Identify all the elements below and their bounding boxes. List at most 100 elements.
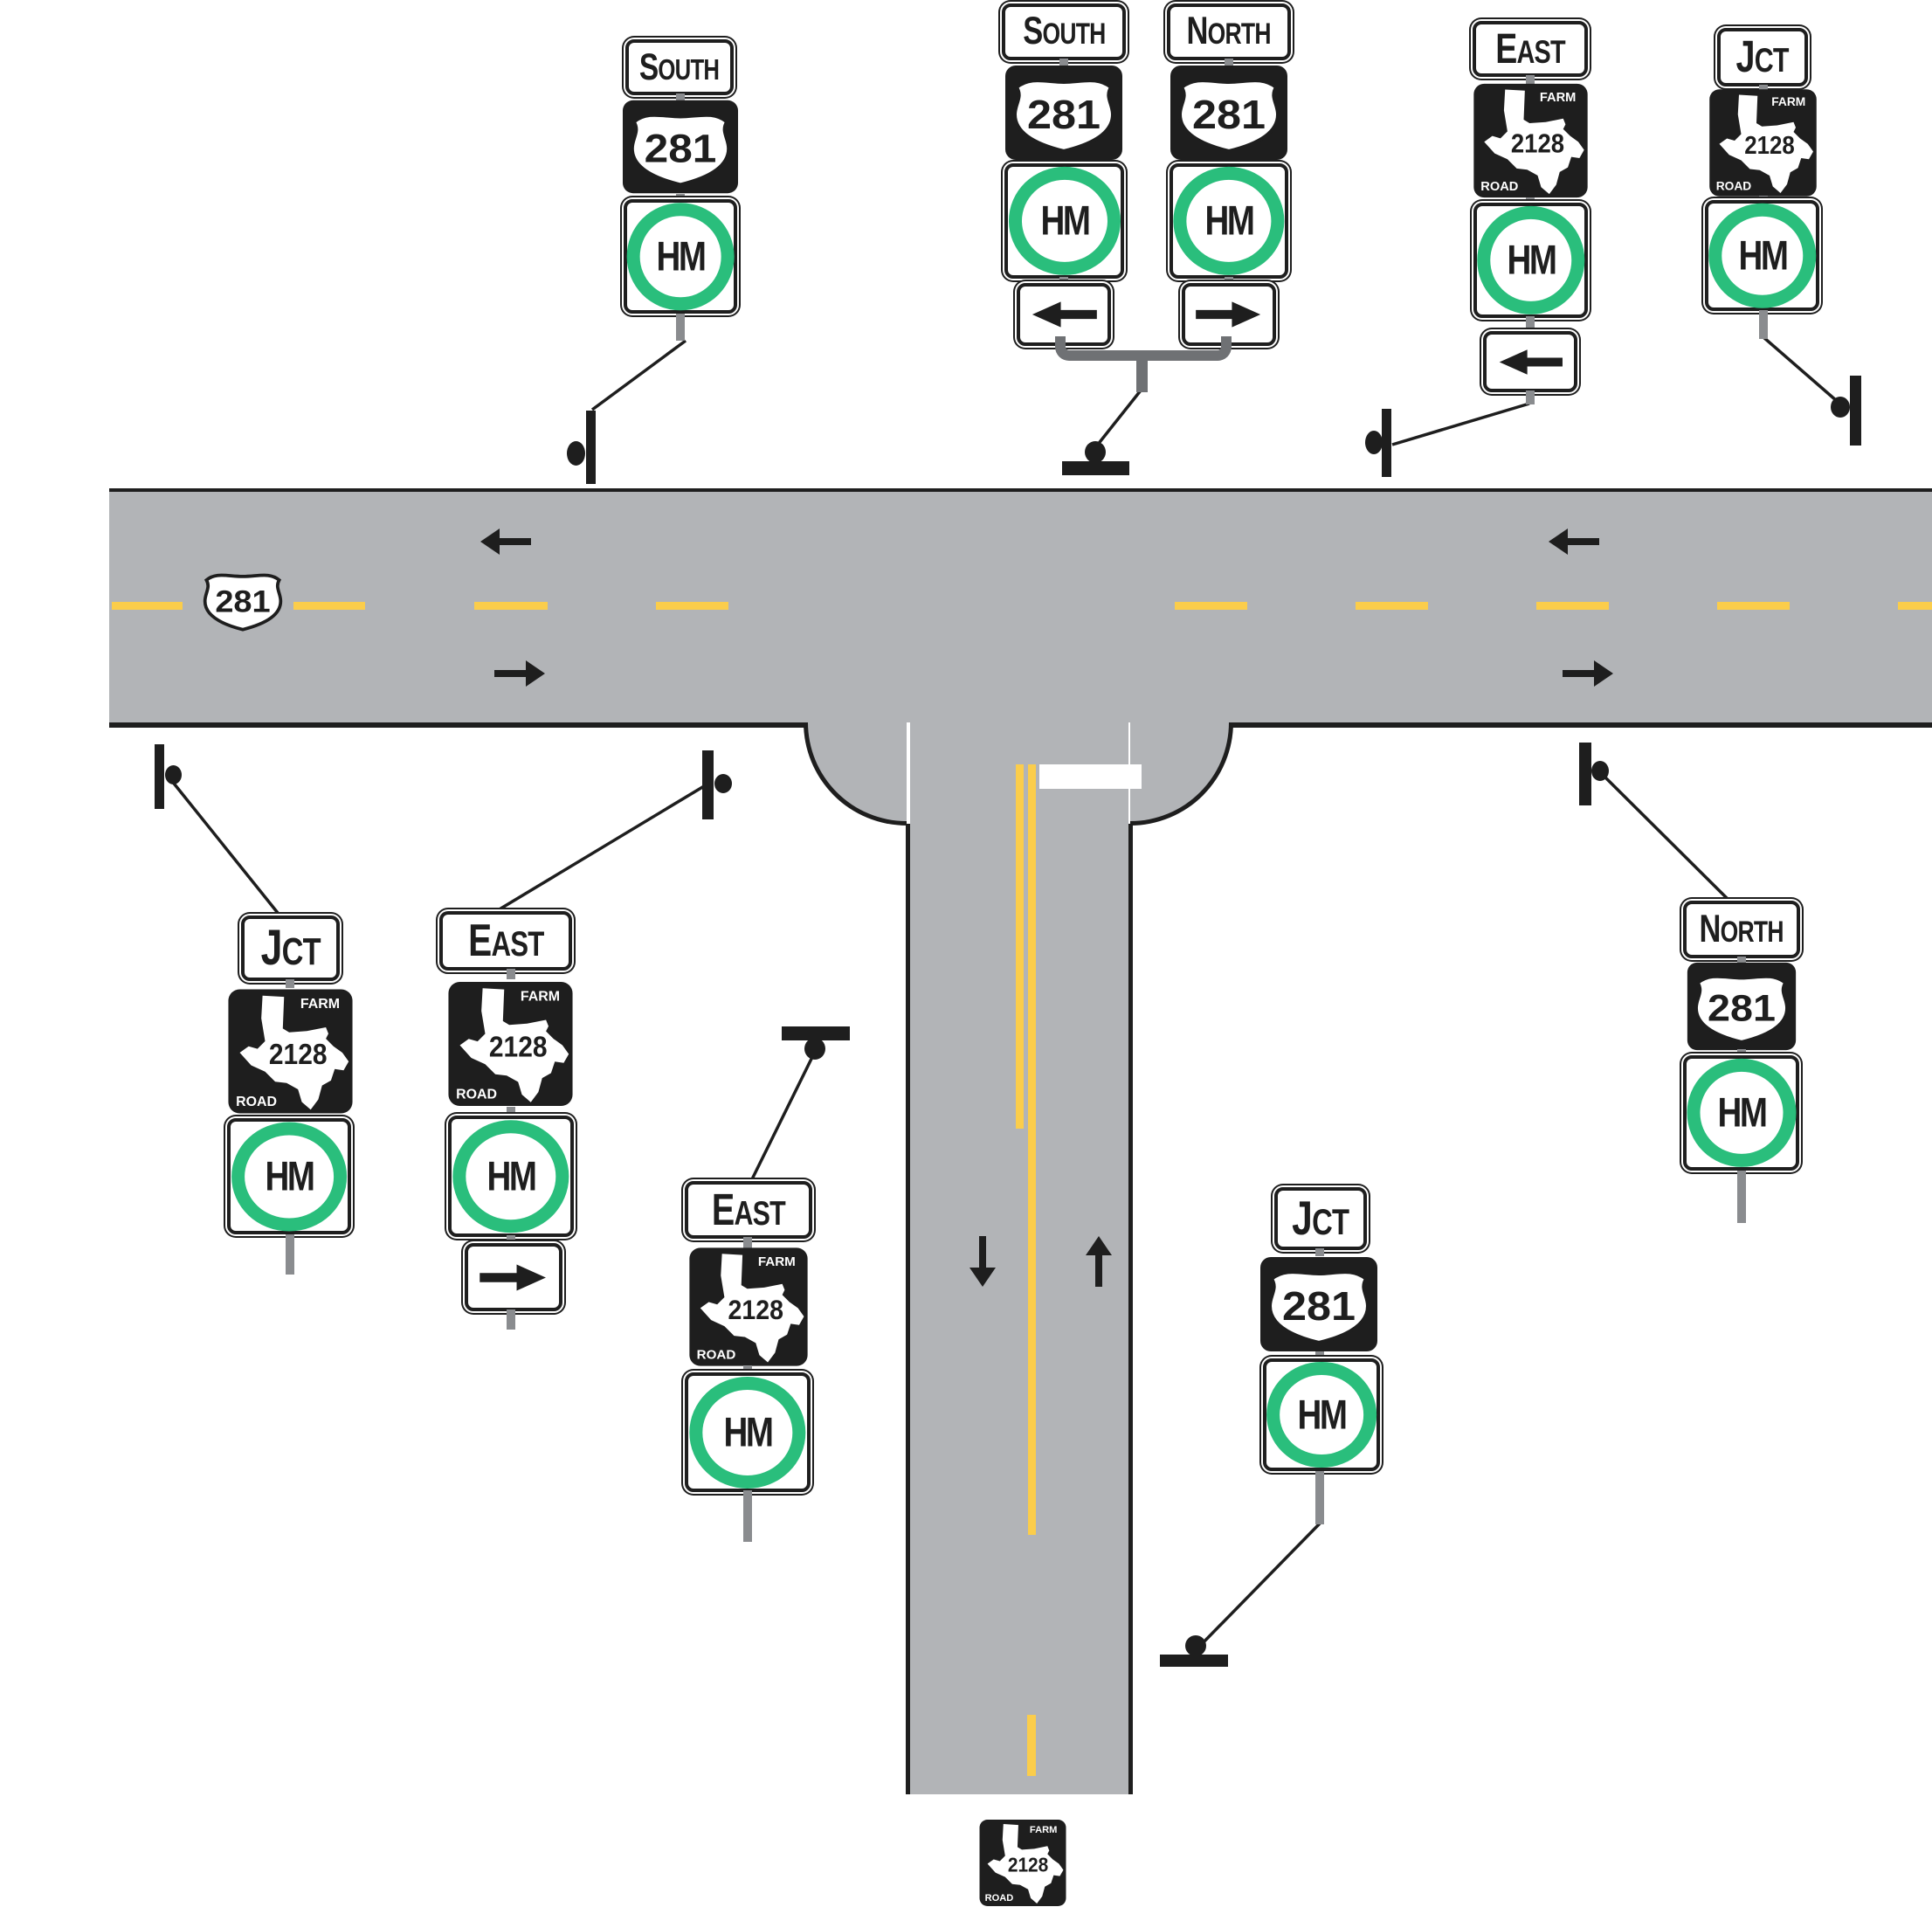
sign-post-stub [1059,160,1068,165]
road-label: ROAD [985,1893,1014,1904]
sign-post-stub [743,1237,752,1248]
hm-label: HM [656,232,706,280]
sign-post-stub [1225,59,1233,66]
road-surface-horizontal [109,492,1932,722]
left-arrow-icon [1032,301,1097,328]
post-marker-dot [1831,397,1850,418]
sign-post-stub [743,1365,752,1373]
sign-post-stub [1059,59,1068,66]
leader-se-jct-281 [1196,1522,1321,1650]
banner-east: EAST [1473,21,1588,77]
banner-north: NORTH [1683,901,1800,958]
road-label: ROAD [236,1095,277,1109]
leader-sw-east-2128 [493,784,705,915]
center-dash [656,602,728,610]
stop-bar [1039,764,1142,789]
hm-label: HM [265,1152,314,1199]
center-dash [1536,602,1609,610]
sign-post [1759,310,1768,339]
hm-sign: HM [448,1116,574,1237]
leader-ne-jct-2128 [1762,335,1839,403]
banner-jct: JCT [241,915,340,981]
center-dash [1175,602,1247,610]
sign-post-stub [1759,85,1768,90]
center-dash [293,602,365,610]
banner-jct: JCT [1274,1187,1367,1250]
sign-post-stub [1759,196,1768,202]
route-number: 281 [1192,92,1266,137]
hm-sign: HM [227,1118,351,1234]
hm-sign: HM [1683,1055,1799,1171]
left-arrow-icon [1499,349,1563,375]
us281-shield-sign: 281 [1170,66,1287,160]
post-marker-bar [1382,409,1391,477]
hm-sign: HM [624,199,737,314]
texas-outline [239,995,349,1110]
route-number: 2128 [269,1039,328,1071]
banner-label: EAST [1495,24,1565,73]
hm-label: HM [723,1408,773,1455]
sign-post-stub [507,969,515,979]
hm-label: HM [1039,197,1090,244]
center-dash [474,602,548,610]
post-marker-dot [1085,441,1106,463]
right-arrow-sign [465,1243,562,1311]
post-marker-dot [1365,431,1383,454]
route-number: 281 [1282,1283,1356,1329]
banner-south: SOUTH [625,39,734,95]
us281-shield-sign: 281 [622,100,739,194]
sign-post [676,314,685,341]
banner-label: SOUTH [639,45,720,88]
fm2128-shield-sign: FARM ROAD 2128 [1473,83,1588,198]
sign-post-stub [507,1235,515,1245]
farm-label: FARM [1540,91,1576,105]
texas-outline [987,1824,1064,1904]
southbound-lane-arrow [969,1236,996,1287]
route-number: 2128 [1744,132,1795,160]
hm-sign: HM [1170,163,1288,279]
banner-south: SOUTH [1002,3,1126,60]
us281-shield-sign: 281 [1260,1257,1377,1351]
road-label: ROAD [1480,180,1518,194]
center-dash [1898,602,1932,610]
sign-post [1526,390,1535,404]
hm-label: HM [486,1152,536,1199]
hm-label: HM [1297,1391,1347,1438]
sign-post-stub [507,1107,515,1116]
texas-outline [459,988,569,1102]
route-number: 2128 [728,1294,783,1325]
post-marker-bar [782,1026,850,1040]
sign-post [1315,1471,1324,1524]
route-number: 2128 [1511,128,1564,158]
center-dash [1717,602,1790,610]
sign-post-stub [676,194,685,201]
road-edge-top [109,488,1932,492]
center-dash [112,602,183,610]
fm2128-shield-sign-small: FARM ROAD 2128 [979,1820,1066,1906]
hm-label: HM [1204,197,1254,244]
road-label: ROAD [697,1347,736,1362]
eastbound-lane-arrow [494,660,545,687]
eastbound-lane-arrow-right [1563,660,1613,687]
left-arrow-sign [1017,283,1111,346]
road-edge-vertical-right [1128,824,1133,1794]
leader-sw-jct-2128 [169,778,283,919]
fm2128-shield-sign: FARM ROAD 2128 [448,981,573,1107]
texas-outline [700,1254,804,1363]
sign-post [1737,1171,1746,1223]
post-marker-dot [1591,761,1609,781]
banner-jct: JCT [1717,28,1808,86]
banner-label: SOUTH [1022,10,1106,53]
banner-label: NORTH [1186,10,1272,53]
route-number: 2128 [489,1032,548,1064]
westbound-lane-arrow [480,529,531,555]
banner-label: EAST [467,915,544,966]
post-marker-dot [804,1038,825,1060]
double-yellow-left-stripe [1016,764,1024,1129]
road-edge-bottom-left [109,722,808,728]
sign-post [743,1490,752,1542]
post-marker-bar [586,411,596,484]
banner-label: NORTH [1699,907,1784,950]
post-marker-bar [155,744,164,809]
fm2128-shield-sign: FARM ROAD 2128 [689,1247,808,1366]
